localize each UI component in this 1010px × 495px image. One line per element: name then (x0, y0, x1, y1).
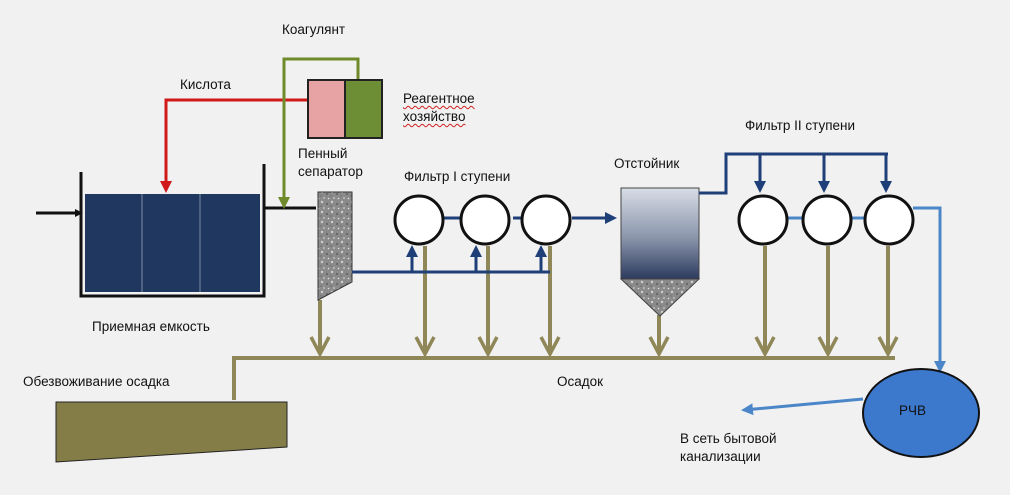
sludge-lines (232, 246, 895, 400)
filters-stage2 (737, 194, 915, 246)
filter2-unit-1 (737, 194, 789, 246)
receiving-tank (79, 164, 266, 298)
stage2-water-lines (699, 152, 892, 195)
sewer-discharge-arrow (741, 397, 864, 416)
sludge-label: Осадок (557, 374, 604, 389)
filter-stage1-label: Фильтр I ступени (404, 169, 511, 184)
reagent-facility-label: Реагентное хозяйство (403, 91, 475, 124)
filter1-unit-2 (459, 194, 511, 246)
acid-label: Кислота (180, 77, 231, 92)
stage1-water-lines (352, 212, 617, 274)
filter1-unit-3 (520, 194, 572, 246)
sludge-dewatering-tank (55, 401, 288, 463)
filter2-unit-2 (801, 194, 853, 246)
settler-tank (619, 187, 701, 317)
coagulant-line (278, 57, 360, 209)
clean-water-line (913, 206, 946, 373)
foam-separator-label: Пенный сепаратор (298, 146, 363, 179)
acid-line (160, 98, 308, 193)
filter-stage2-label: Фильтр II ступени (745, 118, 856, 133)
settler-label: Отстойник (614, 156, 680, 171)
foam-separator (317, 191, 353, 301)
to-sewer-label: В сеть бытовой канализации (680, 431, 777, 464)
reagent-facility (307, 79, 383, 139)
receiving-tank-label: Приемная емкость (92, 319, 210, 334)
coagulant-label: Коагулянт (282, 22, 346, 37)
filter1-unit-1 (393, 194, 445, 246)
rchv-label: РЧВ (899, 403, 927, 418)
sludge-dewatering-label: Обезвоживание осадка (23, 374, 170, 389)
filters-stage1 (393, 194, 572, 246)
filter2-unit-3 (863, 194, 915, 246)
sludge-collector-line (232, 356, 895, 400)
rchv-reservoir (862, 368, 980, 458)
